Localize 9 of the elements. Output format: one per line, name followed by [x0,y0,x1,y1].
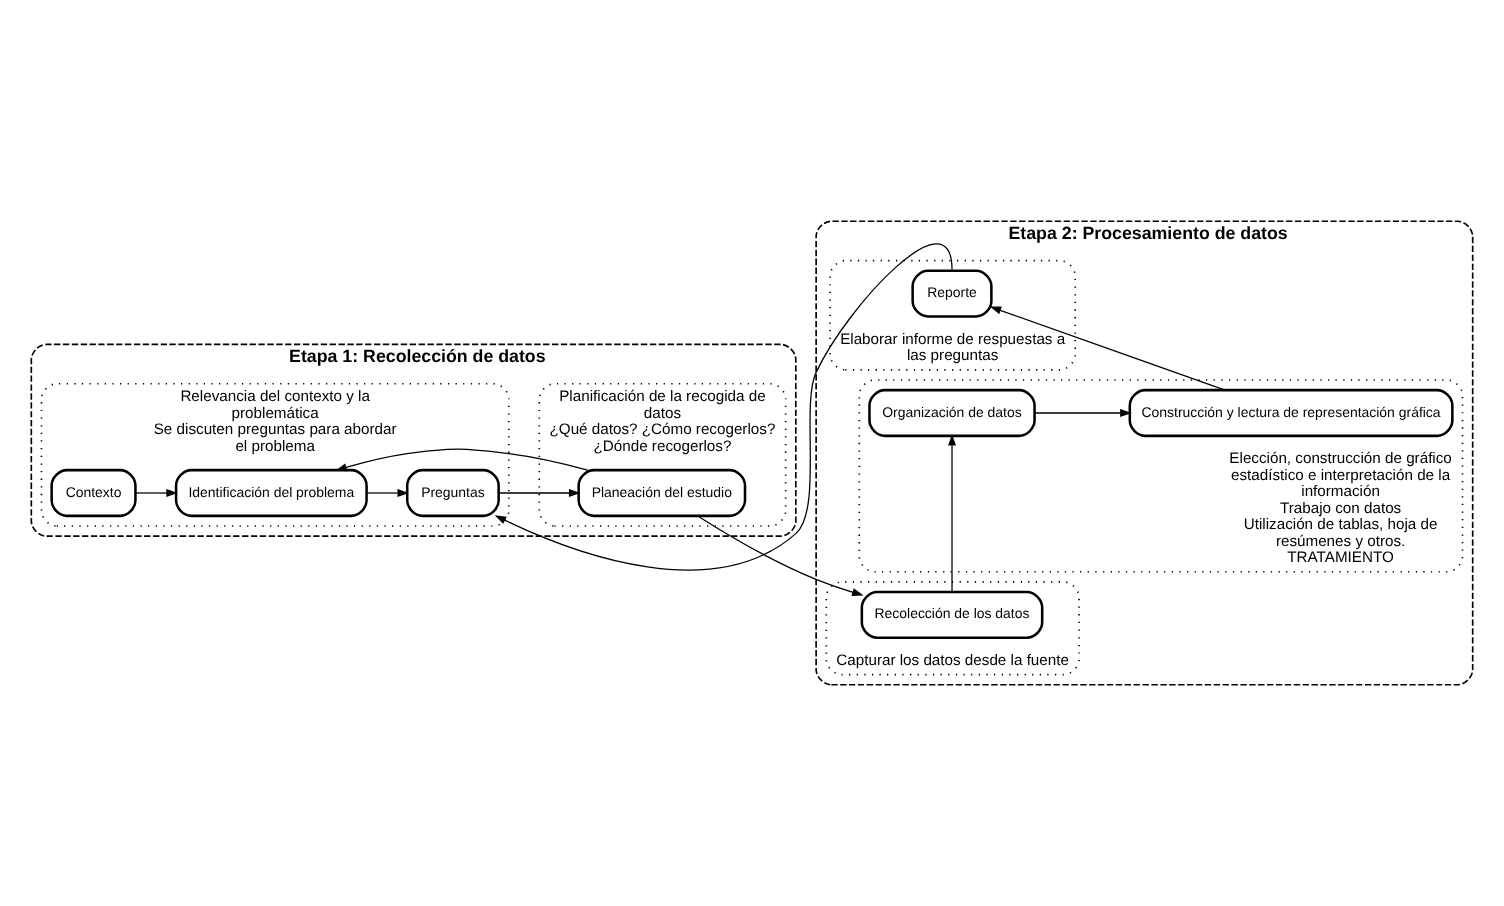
arrow [697,515,864,596]
arrow [134,489,178,497]
arrow [989,306,1226,391]
arrow [335,448,589,472]
arrow [1034,409,1132,417]
arrow [494,243,953,571]
arrow [498,489,581,497]
arrow [366,489,409,497]
arrow [948,434,956,593]
